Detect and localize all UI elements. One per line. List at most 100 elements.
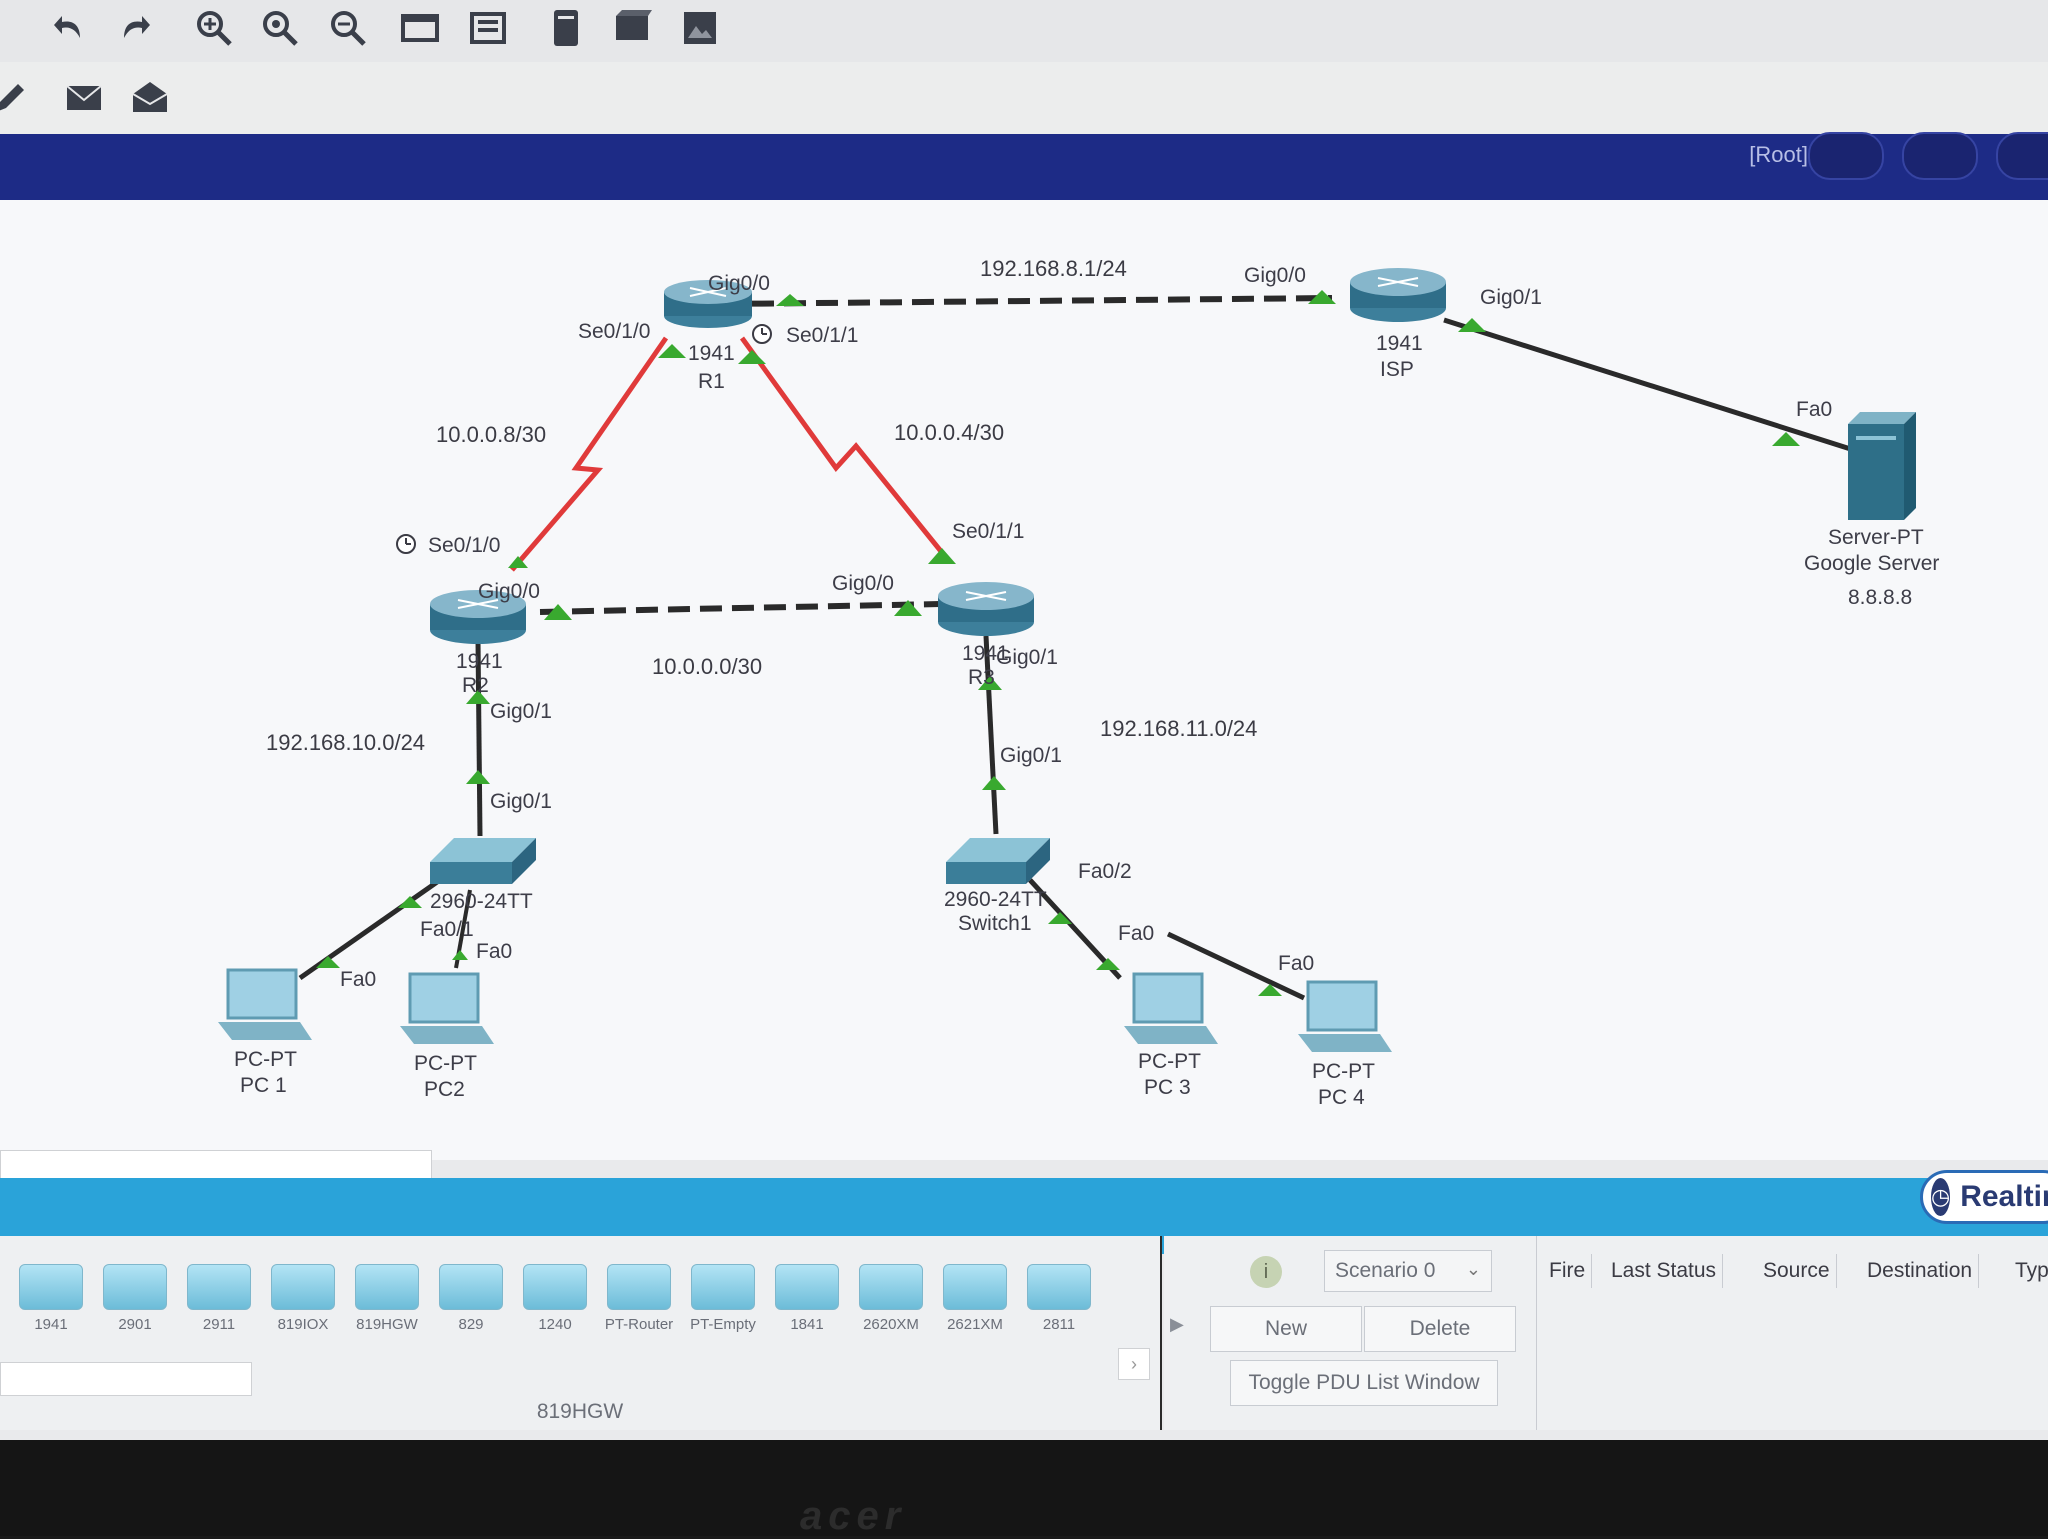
server-google[interactable] <box>1848 412 1916 520</box>
device-type-label: PC-PT <box>1312 1060 1375 1083</box>
play-arrow-icon[interactable]: ▶ <box>1170 1314 1184 1334</box>
network-label-r2-r3: 10.0.0.0/30 <box>652 654 762 679</box>
router-icon <box>439 1264 503 1310</box>
device-name-label: R2 <box>462 674 489 697</box>
device-model-label: 2960-24TT <box>944 888 1047 911</box>
delete-scenario-button[interactable]: Delete <box>1364 1306 1516 1352</box>
device-name-label: PC2 <box>424 1078 465 1101</box>
pc-3[interactable] <box>1124 972 1218 1044</box>
port-label: Gig0/1 <box>996 646 1058 669</box>
device-1841[interactable]: 1841 <box>770 1264 844 1333</box>
pc-4[interactable] <box>1298 980 1392 1052</box>
device-type-label: Server-PT <box>1828 526 1924 549</box>
zoom-out-icon[interactable] <box>324 6 372 50</box>
monitor-bezel <box>0 1440 2048 1536</box>
device-type-label: PC-PT <box>1138 1050 1201 1073</box>
redo-icon[interactable] <box>110 6 158 50</box>
link-r2-r3[interactable] <box>539 601 941 615</box>
router-icon <box>187 1264 251 1310</box>
envelope-closed-icon[interactable] <box>60 76 108 120</box>
switch0[interactable] <box>430 838 536 884</box>
link-r1-r2-serial[interactable] <box>510 336 669 572</box>
device-pt-router[interactable]: PT-Router <box>602 1264 676 1333</box>
device-model-label: 1941 <box>688 342 735 365</box>
device-829[interactable]: 829 <box>434 1264 508 1333</box>
palette-icon[interactable] <box>396 6 444 50</box>
link-r2-switch0[interactable] <box>475 639 483 837</box>
router-icon <box>103 1264 167 1310</box>
root-label[interactable]: [Root] <box>1749 142 1808 167</box>
info-icon[interactable]: i <box>1250 1256 1282 1288</box>
port-label: Se0/1/0 <box>578 320 650 343</box>
new-cluster-button[interactable] <box>1808 132 1884 180</box>
device-name-label: ISP <box>1380 358 1414 381</box>
undo-icon[interactable] <box>46 6 94 50</box>
router-icon <box>355 1264 419 1310</box>
envelope-open-icon[interactable] <box>126 76 174 120</box>
column-destination[interactable]: Destination <box>1861 1254 1980 1288</box>
link-switch1-pc4[interactable] <box>1166 931 1306 1001</box>
main-toolbar <box>0 0 2048 63</box>
router-isp[interactable] <box>1350 268 1446 322</box>
router-icon <box>859 1264 923 1310</box>
drawing-icon[interactable] <box>542 6 590 50</box>
device-2620xm[interactable]: 2620XM <box>854 1264 928 1333</box>
router-r1[interactable] <box>664 280 752 328</box>
device-1941[interactable]: 1941 <box>14 1264 88 1333</box>
column-fire[interactable]: Fire <box>1543 1254 1593 1288</box>
device-2811[interactable]: 2811 <box>1022 1264 1096 1333</box>
device-search-input[interactable] <box>0 1362 252 1396</box>
router-icon <box>943 1264 1007 1310</box>
custom-device-icon[interactable] <box>464 6 512 50</box>
device-scroll-right-button[interactable]: › <box>1118 1348 1150 1380</box>
link-isp-server[interactable] <box>1443 317 1861 455</box>
router-icon <box>19 1264 83 1310</box>
device-type-label: PC-PT <box>414 1052 477 1075</box>
port-label: Gig0/0 <box>708 272 770 295</box>
device-819iox[interactable]: 819IOX <box>266 1264 340 1333</box>
network-label-r1-r2: 10.0.0.8/30 <box>436 422 546 447</box>
zoom-reset-icon[interactable] <box>256 6 304 50</box>
device-model-label: 2960-24TT <box>430 890 533 913</box>
toggle-pdu-list-button[interactable]: Toggle PDU List Window <box>1230 1360 1498 1406</box>
pc-2[interactable] <box>400 972 494 1044</box>
realtime-mode-button[interactable]: ◷ Realtime <box>1920 1170 2048 1224</box>
column-last-status[interactable]: Last Status <box>1605 1254 1724 1288</box>
device-1240[interactable]: 1240 <box>518 1264 592 1333</box>
device-type-label: PC-PT <box>234 1048 297 1071</box>
device-819hgw[interactable]: 819HGW <box>350 1264 424 1333</box>
device-2621xm[interactable]: 2621XM <box>938 1264 1012 1333</box>
device-2901[interactable]: 2901 <box>98 1264 172 1333</box>
set-background-button[interactable] <box>1996 132 2048 180</box>
router-icon <box>523 1264 587 1310</box>
device-pt-empty[interactable]: PT-Empty <box>686 1264 760 1333</box>
port-label: Gig0/0 <box>1244 264 1306 287</box>
device-2911[interactable]: 2911 <box>182 1264 256 1333</box>
scenario-select[interactable]: Scenario 0 ⌄ <box>1324 1250 1492 1292</box>
move-object-button[interactable] <box>1902 132 1978 180</box>
router-r3[interactable] <box>938 582 1034 636</box>
link-r3-switch1[interactable] <box>983 635 999 835</box>
pencil-icon[interactable] <box>0 76 34 120</box>
new-scenario-button[interactable]: New <box>1210 1306 1362 1352</box>
pc-1[interactable] <box>218 968 312 1040</box>
zoom-in-icon[interactable] <box>190 6 238 50</box>
column-source[interactable]: Source <box>1757 1254 1837 1288</box>
link-r1-r3-serial[interactable] <box>739 336 950 562</box>
port-label: Se0/1/0 <box>428 534 500 557</box>
link-r1-isp[interactable] <box>719 295 1333 307</box>
router-icon <box>271 1264 335 1310</box>
image-icon[interactable] <box>676 6 724 50</box>
device-name-label: PC 1 <box>240 1074 287 1097</box>
port-label: Se0/1/1 <box>952 520 1024 543</box>
device-ip-label: 8.8.8.8 <box>1848 586 1912 609</box>
device-type-panel: 1941 2901 2911 819IOX 819HGW 829 1240 PT… <box>0 1236 1162 1430</box>
device-name-label: PC 3 <box>1144 1076 1191 1099</box>
column-type[interactable]: Type <box>2015 1259 2048 1282</box>
logical-workspace[interactable]: 192.168.8.1/24 10.0.0.8/30 10.0.0.4/30 1… <box>0 200 2048 1160</box>
links <box>298 295 1861 1001</box>
viewport-icon[interactable] <box>608 6 656 50</box>
switch1[interactable] <box>946 838 1050 884</box>
port-label: Gig0/1 <box>490 790 552 813</box>
router-r2[interactable] <box>430 590 526 644</box>
